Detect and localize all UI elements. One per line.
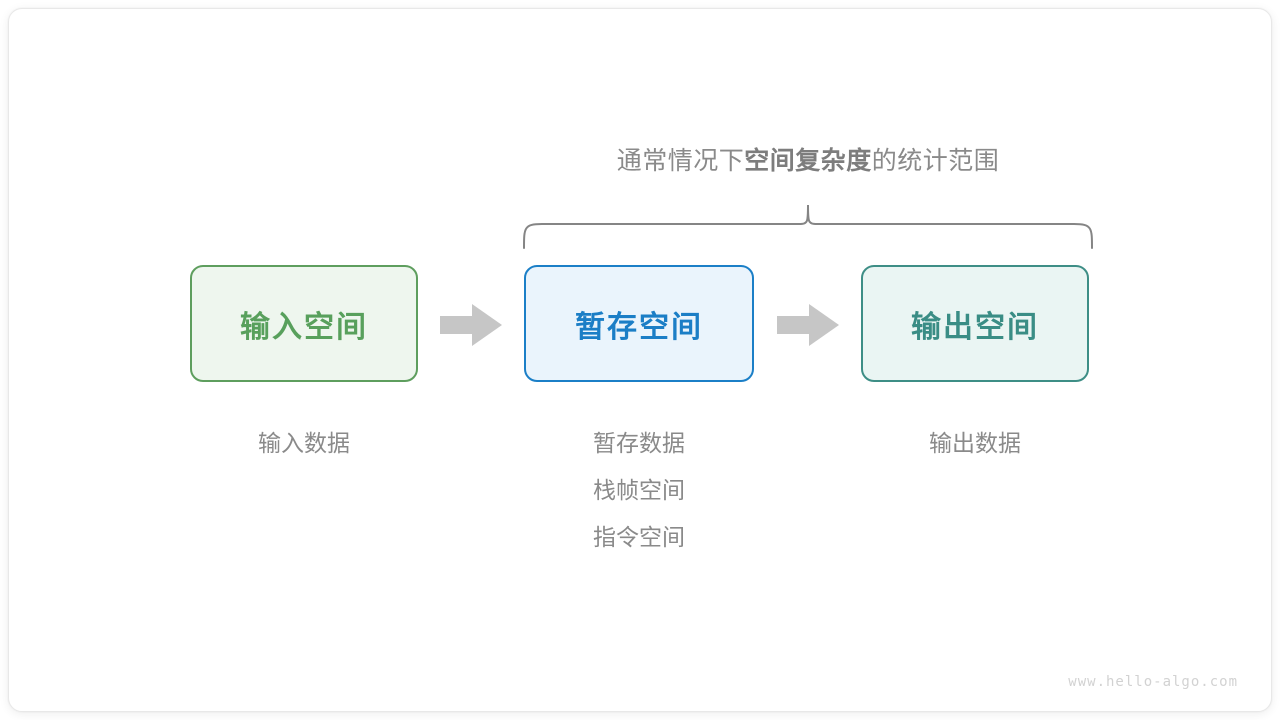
captions-input-column: 输入数据 — [190, 420, 418, 467]
box-output-space-label: 输出空间 — [911, 310, 1039, 344]
caption-item: 指令空间 — [593, 524, 685, 550]
curly-brace — [515, 196, 1100, 252]
arrow-right-icon — [440, 304, 502, 346]
watermark: www.hello-algo.com — [1068, 674, 1238, 690]
scope-caption: 通常情况下空间复杂度的统计范围 — [586, 144, 1030, 178]
captions-temp-column: 暂存数据 栈帧空间 指令空间 — [524, 420, 754, 561]
caption-item: 栈帧空间 — [593, 477, 685, 503]
caption-item: 输出数据 — [929, 430, 1021, 456]
box-output-space[interactable]: 输出空间 — [861, 265, 1089, 382]
captions-output-column: 输出数据 — [861, 420, 1089, 467]
caption-item: 暂存数据 — [593, 430, 685, 456]
scope-caption-emphasis: 空间复杂度 — [744, 147, 872, 175]
box-input-space[interactable]: 输入空间 — [190, 265, 418, 382]
scope-caption-prefix: 通常情况下 — [616, 147, 745, 175]
arrow-right-icon — [777, 304, 839, 346]
caption-item: 输入数据 — [258, 430, 350, 456]
box-input-space-label: 输入空间 — [240, 310, 368, 344]
box-temp-space[interactable]: 暂存空间 — [524, 265, 754, 382]
scope-caption-suffix: 的统计范围 — [871, 147, 1000, 175]
box-temp-space-label: 暂存空间 — [575, 310, 703, 344]
